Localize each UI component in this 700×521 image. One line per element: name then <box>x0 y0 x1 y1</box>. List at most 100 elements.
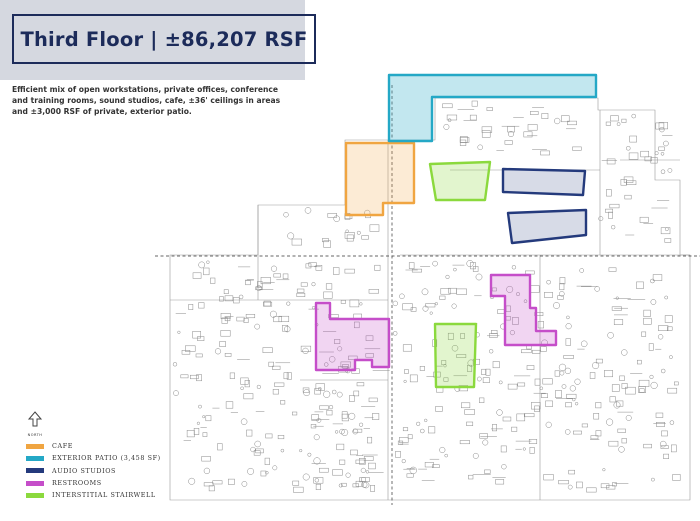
furniture-mark <box>496 409 503 416</box>
furniture-mark <box>349 395 355 402</box>
furniture-mark <box>210 277 216 284</box>
furniture-mark <box>482 439 489 446</box>
furniture-mark <box>479 433 488 439</box>
furniture-mark <box>625 386 636 395</box>
furniture-mark <box>651 477 655 482</box>
furniture-mark <box>521 349 532 354</box>
furniture-mark <box>359 458 366 465</box>
furniture-mark <box>592 361 600 370</box>
legend-label: AUDIO STUDIOS <box>52 466 117 475</box>
legend-label: EXTERIOR PATIO (3,458 SF) <box>52 454 161 463</box>
furniture-mark <box>565 323 572 330</box>
furniture-mark <box>408 262 415 269</box>
furniture-mark <box>224 295 234 302</box>
furniture-mark <box>173 390 179 396</box>
furniture-mark <box>617 428 626 433</box>
furniture-mark <box>284 325 291 333</box>
furniture-mark <box>580 340 588 348</box>
furniture-mark <box>532 349 541 354</box>
furniture-mark <box>660 169 666 174</box>
furniture-mark <box>404 369 409 374</box>
furniture-mark <box>302 473 310 481</box>
furniture-mark <box>545 400 553 407</box>
furniture-mark <box>561 115 570 123</box>
furniture-mark <box>656 422 665 427</box>
furniture-mark <box>485 368 491 376</box>
furniture-mark <box>529 447 535 454</box>
furniture-mark <box>272 365 281 370</box>
furniture-mark <box>262 347 273 353</box>
furniture-mark <box>643 443 652 449</box>
furniture-mark <box>606 485 616 490</box>
furniture-mark <box>595 430 602 437</box>
furniture-mark <box>523 299 528 303</box>
furniture-mark <box>277 435 285 440</box>
furniture-mark <box>576 481 583 489</box>
furniture-mark <box>327 213 337 218</box>
furniture-mark <box>640 150 649 158</box>
furniture-mark <box>606 418 614 426</box>
furniture-mark <box>595 402 602 409</box>
furniture-mark <box>369 224 380 232</box>
furniture-mark <box>441 360 447 365</box>
furniture-mark <box>315 483 321 490</box>
furniture-mark <box>177 330 181 334</box>
furniture-mark <box>564 429 571 435</box>
furniture-mark <box>477 144 483 151</box>
furniture-mark <box>523 131 533 138</box>
furniture-mark <box>554 370 560 377</box>
north-label: NORTH <box>27 433 43 437</box>
furniture-mark <box>313 457 321 465</box>
furniture-mark <box>282 273 289 280</box>
furniture-mark <box>272 465 278 471</box>
furniture-mark <box>245 280 251 286</box>
furniture-mark <box>368 397 378 403</box>
furniture-mark <box>368 462 376 470</box>
furniture-mark <box>460 136 468 143</box>
furniture-mark <box>531 402 541 410</box>
furniture-mark <box>243 393 254 400</box>
furniture-mark <box>303 389 311 397</box>
furniture-mark <box>500 445 507 453</box>
furniture-mark <box>240 386 244 391</box>
furniture-mark <box>180 374 189 379</box>
furniture-mark <box>319 405 329 410</box>
furniture-mark <box>233 297 240 304</box>
furniture-mark <box>274 382 285 387</box>
furniture-mark <box>254 323 261 330</box>
furniture-mark <box>470 262 476 270</box>
furniture-mark <box>621 349 628 356</box>
furniture-mark <box>468 474 474 480</box>
furniture-mark <box>292 411 298 416</box>
furniture-mark <box>313 434 320 441</box>
furniture-mark <box>637 359 642 365</box>
furniture-mark <box>280 400 286 405</box>
exterior-patio-zone <box>387 73 598 143</box>
furniture-mark <box>498 380 503 385</box>
furniture-mark <box>604 370 613 378</box>
furniture-mark <box>323 240 331 248</box>
furniture-mark <box>263 300 271 307</box>
furniture-mark <box>410 307 417 312</box>
furniture-mark <box>658 325 669 331</box>
furniture-mark <box>469 114 477 121</box>
furniture-mark <box>650 381 658 389</box>
furniture-mark <box>314 478 319 483</box>
furniture-mark <box>608 211 613 219</box>
furniture-mark <box>181 350 191 355</box>
furniture-mark <box>250 446 256 453</box>
furniture-mark <box>363 456 374 461</box>
furniture-mark <box>323 390 331 398</box>
furniture-mark <box>517 382 526 387</box>
furniture-mark <box>399 437 409 443</box>
furniture-mark <box>581 423 588 428</box>
furniture-mark <box>672 474 681 481</box>
furniture-mark <box>448 287 457 294</box>
furniture-mark <box>409 466 417 475</box>
furniture-mark <box>458 385 468 392</box>
stairwell-zone <box>428 160 492 202</box>
furniture-mark <box>324 362 329 367</box>
furniture-mark <box>219 341 226 347</box>
furniture-mark <box>644 156 652 162</box>
furniture-mark <box>482 377 490 383</box>
